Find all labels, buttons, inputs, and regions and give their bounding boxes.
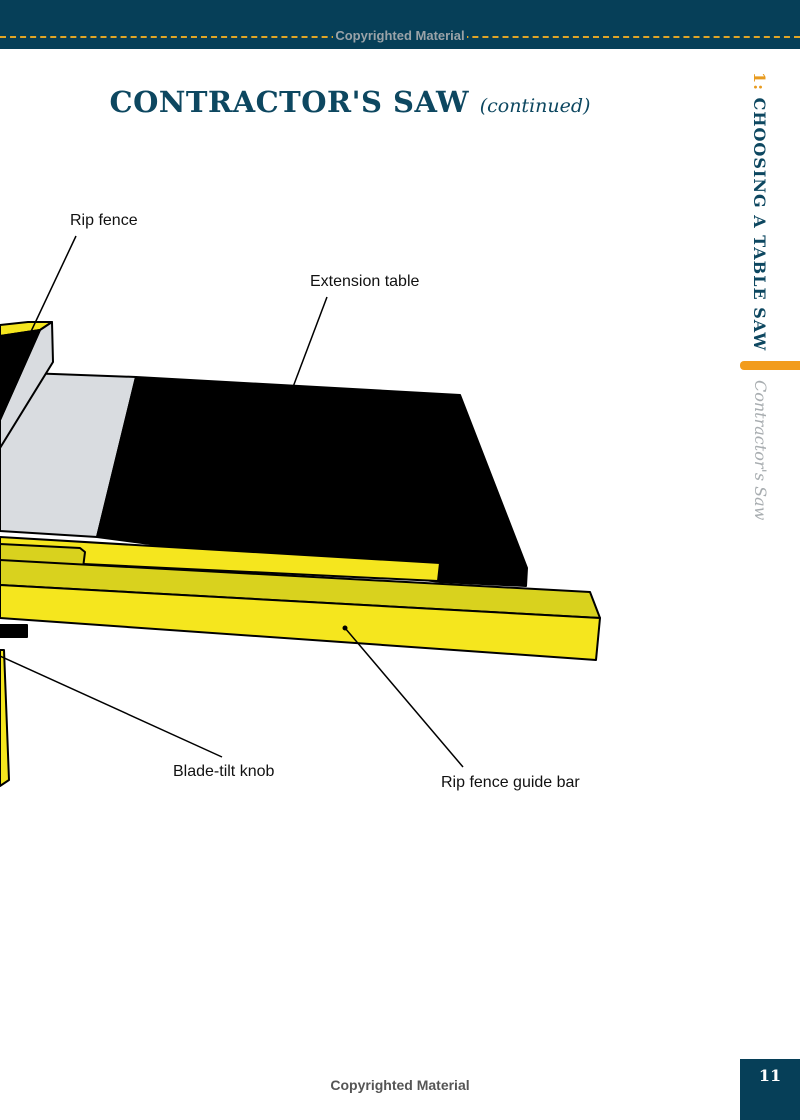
chapter-number: 1: <box>750 72 769 92</box>
watermark-top: Copyrighted Material <box>0 28 800 43</box>
leader-blade-tilt <box>0 655 223 758</box>
saw-leg <box>0 649 10 787</box>
rip-fence-dark <box>0 329 41 421</box>
chapter-title: CHOOSING A TABLE SAW <box>750 97 769 352</box>
leader-dot <box>342 625 348 631</box>
blade-tilt-knob <box>0 624 28 638</box>
title-text: CONTRACTOR'S SAW <box>109 85 470 119</box>
leader-guide-bar <box>344 627 464 768</box>
label-rip-fence: Rip fence <box>70 212 138 229</box>
label-blade-tilt-knob: Blade-tilt knob <box>173 763 275 780</box>
label-rip-fence-guide-bar: Rip fence guide bar <box>441 774 580 791</box>
leader-rip-fence <box>26 235 77 341</box>
back-rail <box>0 536 441 582</box>
watermark-top-text: Copyrighted Material <box>333 28 467 43</box>
guide-bar-front <box>0 584 601 661</box>
page-number: 11 <box>740 1059 800 1120</box>
label-extension-table: Extension table <box>310 273 420 290</box>
section-title: Contractor's Saw <box>751 380 770 521</box>
watermark-bottom: Copyrighted Material <box>330 1077 470 1093</box>
chapter-marker <box>740 361 800 370</box>
extension-table <box>96 376 528 587</box>
title-suffix: (continued) <box>479 95 591 117</box>
leader-extension-table <box>292 296 328 388</box>
chapter-tab: 1: CHOOSING A TABLE SAW <box>750 72 769 351</box>
leader-dot <box>24 337 30 343</box>
page-title: CONTRACTOR'S SAW (continued) <box>0 85 800 119</box>
